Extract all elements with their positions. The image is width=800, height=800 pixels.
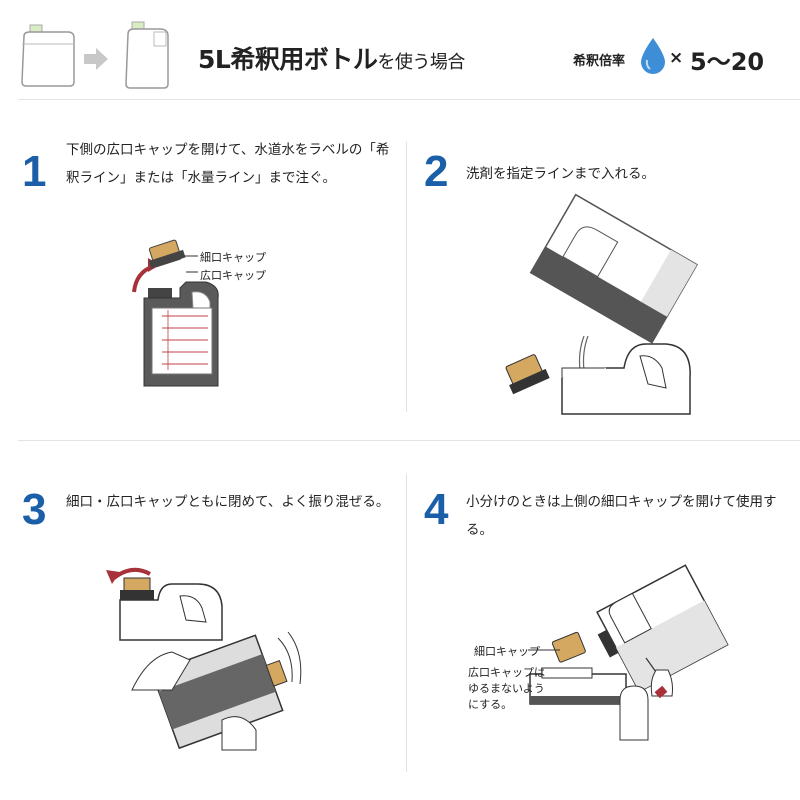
wide-cap-note-line1: 広口キャップは [468, 666, 545, 679]
column-divider-bottom [406, 474, 407, 772]
dilution-ratio-label: 希釈倍率 [573, 54, 626, 69]
concentrate-bottle-icon [21, 24, 75, 87]
step-2-text: 洗剤を指定ラインまで入れる。 [466, 166, 655, 182]
step-4-number: 4 [424, 485, 449, 534]
narrow-cap-label: 細口キャップ [200, 251, 266, 264]
column-divider-top [406, 142, 407, 412]
step-2-illustration [505, 193, 698, 415]
step-3-text: 細口・広口キャップともに閉めて、よく振り混ぜる。 [66, 494, 390, 510]
header: 5L希釈用ボトルを使う場合 希釈倍率 × 5〜20 [0, 0, 800, 100]
step-4-illustration [528, 564, 729, 741]
dilution-bottle-icon [125, 21, 169, 89]
wide-cap-note-line3: にする。 [468, 698, 513, 711]
step-3-number: 3 [22, 485, 47, 534]
arrow-right-icon [84, 48, 108, 70]
row-divider [18, 440, 800, 441]
narrow-cap-label-step4: 細口キャップ [474, 645, 540, 658]
step-1-illustration [132, 239, 219, 387]
dilution-ratio-value: 5〜20 [690, 48, 765, 76]
wide-cap-label: 広口キャップ [200, 269, 266, 282]
ratio-multiply-sign: × [669, 48, 684, 68]
step-4-text: 小分けのときは上側の細口キャップを開けて使用する。 [466, 494, 777, 538]
wide-cap-note-line2: ゆるまないよう [468, 682, 545, 695]
step-1-number: 1 [22, 147, 47, 196]
water-drop-icon [641, 38, 665, 74]
step-1-text: 下側の広口キャップを開けて、水道水をラベルの「希釈ライン」または「水量ライン」ま… [66, 142, 390, 186]
step-3-illustration [106, 567, 302, 751]
step-2-number: 2 [424, 147, 449, 196]
page-title: 5L希釈用ボトルを使う場合 [198, 45, 465, 74]
header-divider [18, 99, 800, 100]
